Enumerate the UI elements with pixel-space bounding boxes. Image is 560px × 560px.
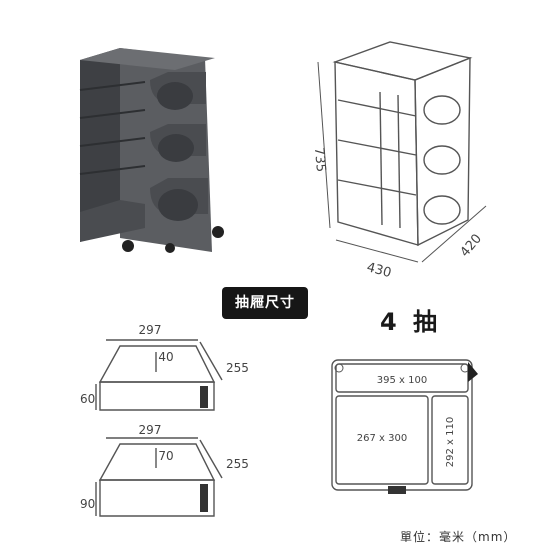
trolley-left-side — [80, 48, 120, 242]
drawer-size-badge: 抽屜尺寸 — [222, 287, 308, 319]
main-compartment-size: 267 x 300 — [357, 433, 407, 444]
overall-height-label: 735 — [311, 147, 328, 173]
unit-note: 單位：毫米（mm） — [400, 530, 517, 544]
trolley-top — [80, 48, 215, 70]
drawer-count-label: 4 抽 — [380, 308, 442, 336]
large-drawer-height: 90 — [80, 497, 95, 511]
large-drawer-width: 297 — [139, 423, 162, 437]
large-drawer-depth: 255 — [226, 457, 249, 471]
small-drawer-width: 297 — [139, 323, 162, 337]
side-compartment-size: 292 x 110 — [445, 417, 456, 467]
overall-width-label: 430 — [365, 260, 393, 281]
small-drawer-depth: 255 — [226, 361, 249, 375]
large-drawer-inner: 70 — [158, 449, 173, 463]
top-tray-size: 395 x 100 — [377, 375, 427, 386]
small-drawer-inner: 40 — [158, 350, 173, 364]
small-drawer-height: 60 — [80, 392, 95, 406]
